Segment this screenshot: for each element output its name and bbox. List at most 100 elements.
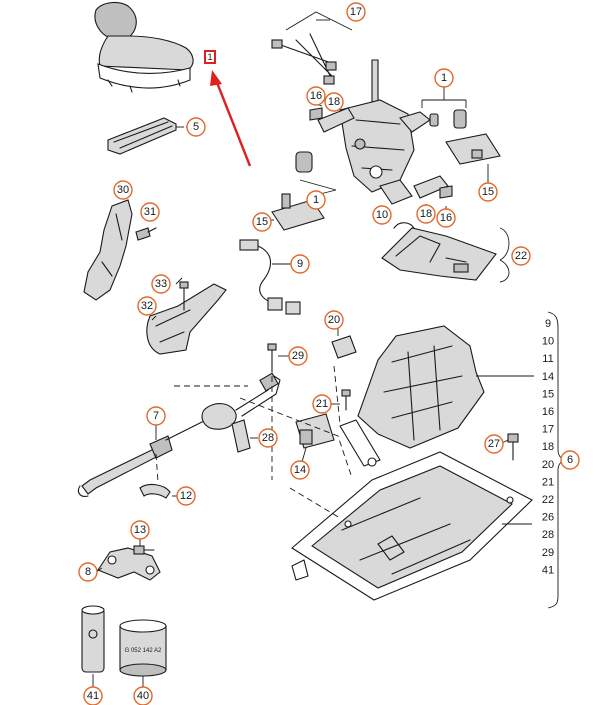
callout-c1a: 1 xyxy=(434,68,454,88)
callout-c27: 27 xyxy=(484,434,504,454)
callout-label: 12 xyxy=(180,490,192,502)
callout-c12: 12 xyxy=(176,486,196,506)
callout-label: 8 xyxy=(85,566,91,578)
callout-c14: 14 xyxy=(290,460,310,480)
callout-label: 10 xyxy=(376,209,388,221)
callout-label: 33 xyxy=(155,278,167,290)
callout-c20: 20 xyxy=(324,310,344,330)
part-21-screw xyxy=(341,389,351,411)
part-16a-screw xyxy=(309,107,323,121)
callout-c15a: 15 xyxy=(252,212,272,232)
callout-c33: 33 xyxy=(151,274,171,294)
group-list-item: 16 xyxy=(542,406,554,418)
callout-label: 31 xyxy=(144,206,156,218)
group-list-item: 20 xyxy=(542,459,554,471)
sleeve-label: G 052 142 A2 xyxy=(125,648,162,654)
selector-mechanism xyxy=(339,59,431,205)
callout-c16a: 16 xyxy=(306,86,326,106)
callout-c15b: 15 xyxy=(478,182,498,202)
group-list-item: 26 xyxy=(542,512,554,524)
part-41-tube xyxy=(81,605,105,673)
part-5-cover xyxy=(107,117,184,155)
part-12-clip xyxy=(139,483,171,499)
callout-label: 27 xyxy=(488,438,500,450)
callout-label: 17 xyxy=(350,6,362,18)
callout-label: 32 xyxy=(141,300,153,312)
callout-c7: 7 xyxy=(146,406,166,426)
callout-label: 21 xyxy=(316,398,328,410)
callout-label: 9 xyxy=(297,258,303,270)
part-30-bracket xyxy=(83,192,133,301)
callout-label: 16 xyxy=(310,90,322,102)
callout-c16b: 16 xyxy=(436,208,456,228)
assembly-guides xyxy=(155,365,353,519)
part-29-bolt xyxy=(267,343,277,373)
callout-label: 16 xyxy=(440,212,452,224)
part-28-clip xyxy=(231,419,251,453)
callout-c30: 30 xyxy=(113,180,133,200)
callout-c18a: 18 xyxy=(324,92,344,112)
highlight-marker: 1 xyxy=(204,50,216,64)
group-list-item: 41 xyxy=(542,564,554,576)
part-16b-screw xyxy=(439,185,453,199)
part-1b-roller xyxy=(295,151,337,191)
callout-label: 14 xyxy=(294,464,306,476)
callout-label: 1 xyxy=(313,194,319,206)
callout-label: 30 xyxy=(117,184,129,196)
part-9-harness xyxy=(239,239,301,315)
callout-c8: 8 xyxy=(78,562,98,582)
callout-c1b: 1 xyxy=(306,190,326,210)
callout-c17: 17 xyxy=(346,2,366,22)
part-17-linkage xyxy=(271,33,337,85)
part-14-module xyxy=(295,413,335,449)
callout-label: 28 xyxy=(262,432,274,444)
callout-c13: 13 xyxy=(130,520,150,540)
group-list-item: 14 xyxy=(542,371,554,383)
callout-c6: 6 xyxy=(560,450,580,470)
callout-label: 29 xyxy=(292,350,304,362)
part-27-bolt xyxy=(507,433,519,461)
callout-label: 7 xyxy=(153,410,159,422)
part-22-gate xyxy=(381,222,510,283)
callout-c29: 29 xyxy=(288,346,308,366)
part-18b-lever xyxy=(413,175,449,199)
part-31-bolt xyxy=(135,227,157,241)
part-15c-sensor xyxy=(445,133,501,165)
callout-label: 18 xyxy=(328,96,340,108)
group-list-item: 11 xyxy=(542,353,553,365)
svg-text:1: 1 xyxy=(207,52,212,62)
part-18a-lever xyxy=(317,107,355,133)
callout-c31: 31 xyxy=(140,202,160,222)
callout-label: 18 xyxy=(420,208,432,220)
group-list-item: 15 xyxy=(542,388,554,400)
callout-label: 6 xyxy=(567,454,573,466)
group-list-item: 18 xyxy=(542,441,554,453)
part-8-bracket xyxy=(97,547,161,581)
callout-label: 13 xyxy=(134,524,146,536)
callout-label: 41 xyxy=(87,690,99,702)
group-list-item: 21 xyxy=(542,476,554,488)
callout-c21: 21 xyxy=(312,394,332,414)
group-list-item: 10 xyxy=(542,336,554,348)
part-40-sleeve: G 052 142 A2 xyxy=(119,619,167,677)
part-13-bolt xyxy=(133,545,155,555)
group-list-item: 28 xyxy=(542,529,554,541)
callout-label: 5 xyxy=(193,121,199,133)
callout-c10: 10 xyxy=(372,205,392,225)
callout-c5: 5 xyxy=(186,117,206,137)
gear-knob-boot xyxy=(94,1,194,93)
callout-label: 15 xyxy=(256,216,268,228)
callout-label: 1 xyxy=(441,72,447,84)
part-1a-pins xyxy=(421,99,467,129)
group-list-item: 9 xyxy=(545,318,551,330)
callout-c9: 9 xyxy=(290,254,310,274)
part-32-bracket xyxy=(146,283,227,355)
callout-c22: 22 xyxy=(511,246,531,266)
selector-housing xyxy=(339,325,485,467)
callout-c40: 40 xyxy=(133,686,153,705)
part-20-connector xyxy=(331,335,357,359)
callout-label: 20 xyxy=(328,314,340,326)
